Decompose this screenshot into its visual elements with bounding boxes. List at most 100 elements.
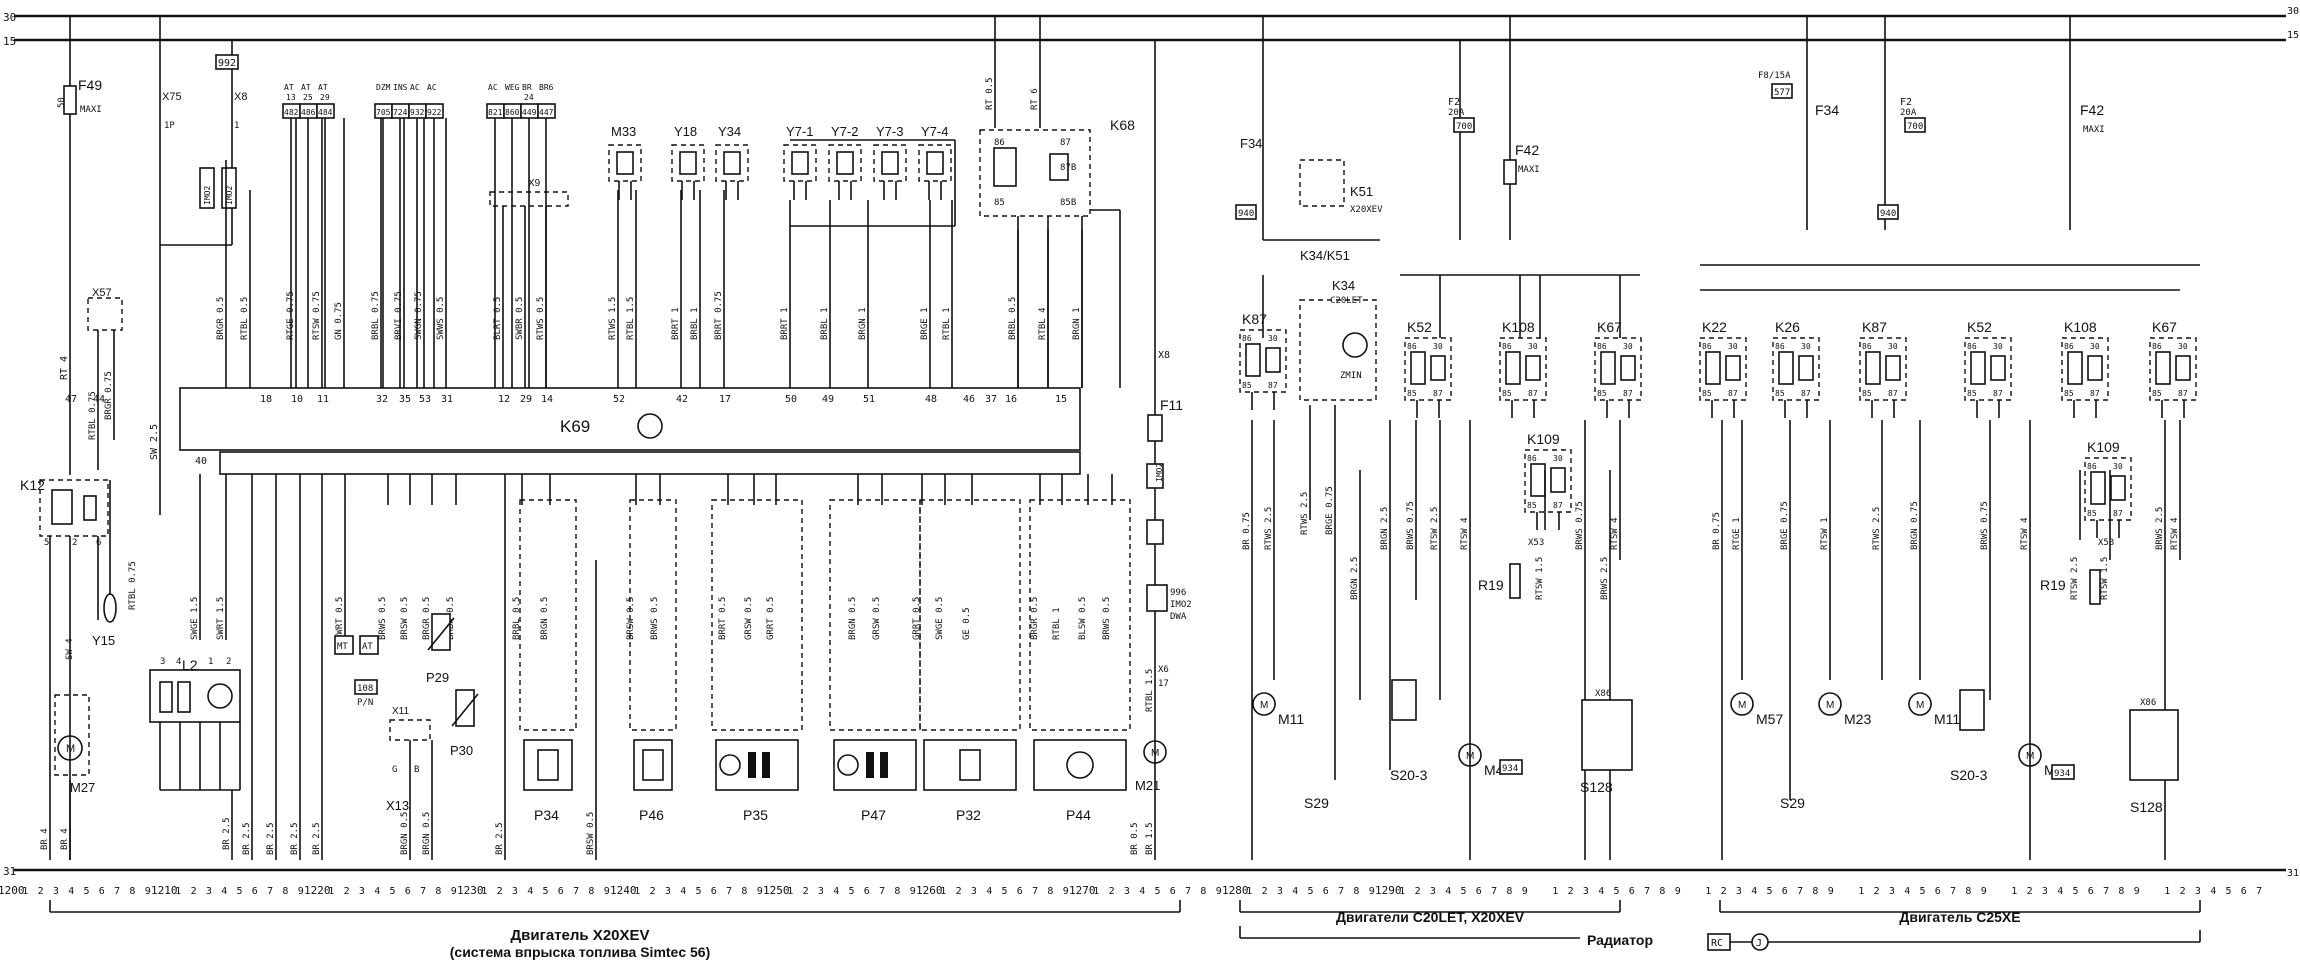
r-m11-symbol — [1908, 692, 1932, 716]
ruler-tick-55: 5 — [849, 886, 855, 897]
ruler-tick-69: 9 — [1063, 886, 1069, 897]
mid-k87-coil — [1245, 343, 1261, 377]
ruler-tick-88: 8 — [1353, 886, 1359, 897]
right-wire-label-11: RTSW 4 — [2170, 517, 2180, 550]
k34-k51-label: K34/K51 — [1300, 248, 1350, 263]
p44-symbol — [1066, 751, 1094, 779]
k69-bot-wire-label-11: BRRT 0.5 — [718, 597, 728, 640]
k34-note: C20LET — [1330, 296, 1363, 306]
k69-bot-wire-label-17: SWGE 0.5 — [935, 597, 945, 640]
svg-text:86: 86 — [994, 138, 1005, 148]
svg-text:F11: F11 — [1160, 397, 1183, 413]
right-wire-label-8: RTSW 2.5 — [2070, 557, 2080, 600]
svg-text:30: 30 — [1553, 454, 1563, 463]
ruler-tick-92: 2 — [1415, 886, 1421, 897]
ruler-tick-39: 9 — [604, 886, 610, 897]
svg-text:108: 108 — [357, 684, 373, 694]
term-a-top-1: AT — [301, 83, 311, 92]
k69-top-pin-51: 51 — [863, 394, 875, 405]
k69-top-wire-label-10: SWBR 0.5 — [515, 297, 525, 340]
middle-700-label: 700 — [1456, 122, 1472, 132]
r-m23-label: M23 — [1844, 711, 1871, 727]
k69-bot-wire-label-6: BRBR 0.5 — [446, 597, 456, 640]
ruler-tick-98: 8 — [1506, 886, 1512, 897]
r-k109-housing — [2084, 457, 2132, 521]
mid-x53-label: X53 — [1528, 538, 1544, 548]
svg-text:86: 86 — [2064, 342, 2074, 351]
mid-k67-contact — [1620, 355, 1636, 381]
m27-label: M27 — [70, 780, 95, 795]
ruler-tick-18: 8 — [282, 886, 288, 897]
k69-top-pin-17: 17 — [719, 394, 731, 405]
k51-label: K51 — [1350, 184, 1373, 199]
term-c-topn-2: 24 — [524, 93, 534, 102]
ruler-tick-114: 4 — [1751, 886, 1757, 897]
k69-top-pin-35: 35 — [399, 394, 411, 405]
p44-label: P44 — [1066, 807, 1091, 823]
r-k22-label: K22 — [1702, 319, 1727, 335]
svg-text:86: 86 — [1967, 342, 1977, 351]
p46-symbol — [642, 749, 664, 781]
caption-radiator: Радиатор — [1587, 932, 1653, 948]
k69-bot-wire-label-16: GRRT 0.5 — [912, 597, 922, 640]
ruler-tick-41: 1 — [634, 886, 640, 897]
k69-bot-wire-label-19: BRGR 0.5 — [1030, 597, 1040, 640]
k69-bot-wire-label-0: SWGE 1.5 — [190, 597, 200, 640]
svg-text:AT: AT — [362, 642, 373, 652]
p44-body — [1033, 739, 1127, 791]
k69-top-wire-label-11: RTWS 0.5 — [536, 297, 546, 340]
p47-symbol — [837, 754, 859, 776]
mid-r19-label: R19 — [1478, 577, 1504, 593]
y34-coil — [723, 151, 741, 175]
y7-1-coil — [791, 151, 809, 175]
ruler-tick-8: 8 — [129, 886, 135, 897]
r-m4-symbol — [2018, 743, 2042, 767]
mid-k108-label: K108 — [1502, 319, 1535, 335]
p32-label: P32 — [956, 807, 981, 823]
mid-r19-body — [1509, 563, 1521, 599]
right-wire-label-2: BRGE 0.75 — [1780, 501, 1790, 550]
svg-text:996: 996 — [1170, 588, 1186, 598]
svg-text:85: 85 — [1862, 389, 1872, 398]
ruler-major-4: 1240 — [610, 884, 637, 897]
m21-label: M21 — [1135, 778, 1160, 793]
ruler-tick-59: 9 — [910, 886, 916, 897]
ruler-tick-134: 4 — [2057, 886, 2063, 897]
k69-top-pin-52: 52 — [613, 394, 625, 405]
svg-text:85: 85 — [2087, 509, 2097, 518]
y7-4-housing — [918, 144, 952, 182]
ruler-tick-116: 6 — [1782, 886, 1788, 897]
ruler-tick-119: 9 — [1828, 886, 1834, 897]
ground-m27-a: BR 4 — [60, 828, 70, 850]
k69-bot-wire-label-22: BRWS 0.5 — [1102, 597, 1112, 640]
p32-body — [923, 739, 1017, 791]
svg-text:87: 87 — [2178, 389, 2188, 398]
r-k87-coil — [1865, 351, 1881, 385]
ruler-tick-143: 3 — [2195, 886, 2201, 897]
ruler-tick-94: 4 — [1445, 886, 1451, 897]
fuse-f49-label: F49 — [78, 77, 102, 93]
ground-wire-3: BR 2.5 — [312, 822, 322, 855]
k69-top-pin-18: 18 — [260, 394, 272, 405]
k69-top-wire-label-14: BRRT 1 — [671, 307, 681, 340]
ruler-tick-35: 5 — [543, 886, 549, 897]
k34-label: K34 — [1332, 278, 1355, 293]
ruler-tick-28: 8 — [435, 886, 441, 897]
mid-m11-symbol — [1252, 692, 1276, 716]
r-k26-housing — [1772, 337, 1820, 401]
r-m4-m: M — [2026, 751, 2034, 762]
ruler-tick-72: 2 — [1109, 886, 1115, 897]
ruler-tick-117: 7 — [1797, 886, 1803, 897]
ruler-tick-104: 4 — [1598, 886, 1604, 897]
mid-k52-label: K52 — [1407, 319, 1432, 335]
right-700-label: 700 — [1907, 122, 1923, 132]
k69-top-pin-32: 32 — [376, 394, 388, 405]
term-b-top-2: AC — [410, 83, 420, 92]
mid-934-label: 934 — [1502, 764, 1518, 774]
svg-text:30: 30 — [1268, 334, 1278, 343]
mid-wire-label-12: RTSW 4 — [1610, 517, 1620, 550]
k34-housing — [1299, 299, 1377, 401]
r-k26-contact — [1798, 355, 1814, 381]
r-s20-body — [1959, 689, 1985, 731]
